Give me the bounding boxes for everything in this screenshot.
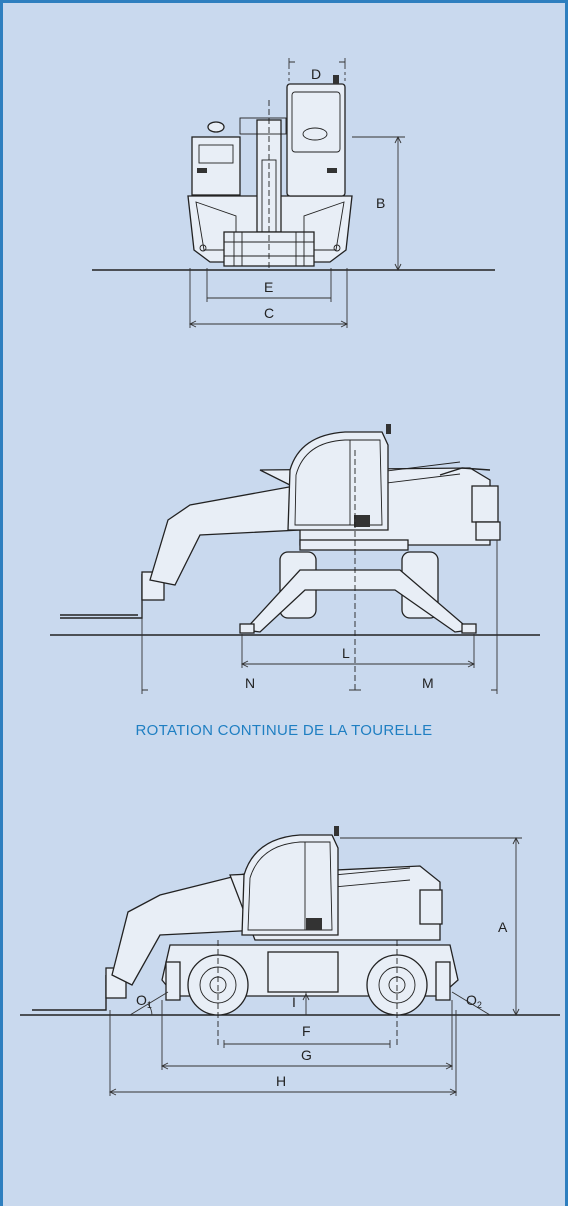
front-engine-cover <box>191 136 241 196</box>
dim-label-L: L <box>342 645 350 661</box>
dim-label-A: A <box>498 919 508 935</box>
rotation-chassis <box>243 569 472 633</box>
side-view-rotation: L N M <box>50 424 540 694</box>
angle-label-O2: O2 <box>466 992 482 1010</box>
rotation-forks <box>60 574 143 619</box>
dim-label-N: N <box>245 675 255 691</box>
dim-label-F: F <box>302 1023 311 1039</box>
rotation-boom-front <box>149 484 301 586</box>
front-view: D B E C <box>92 58 495 328</box>
dim-label-H: H <box>276 1073 286 1089</box>
dim-label-E: E <box>264 279 273 295</box>
dim-label-G: G <box>301 1047 312 1063</box>
caption-rotation-continue: ROTATION CONTINUE DE LA TOURELLE <box>135 722 433 739</box>
dim-label-C: C <box>264 305 274 321</box>
angle-label-O1: O1 <box>136 992 152 1010</box>
dim-label-D: D <box>311 66 321 82</box>
dim-label-B: B <box>376 195 385 211</box>
dim-label-M: M <box>422 675 434 691</box>
travel-forks <box>32 975 107 1011</box>
dim-label-I: I <box>292 994 296 1010</box>
travel-cab <box>241 834 339 936</box>
side-view-travel: A I O1 O2 F G H <box>20 826 560 1096</box>
rotation-cab <box>287 431 389 531</box>
